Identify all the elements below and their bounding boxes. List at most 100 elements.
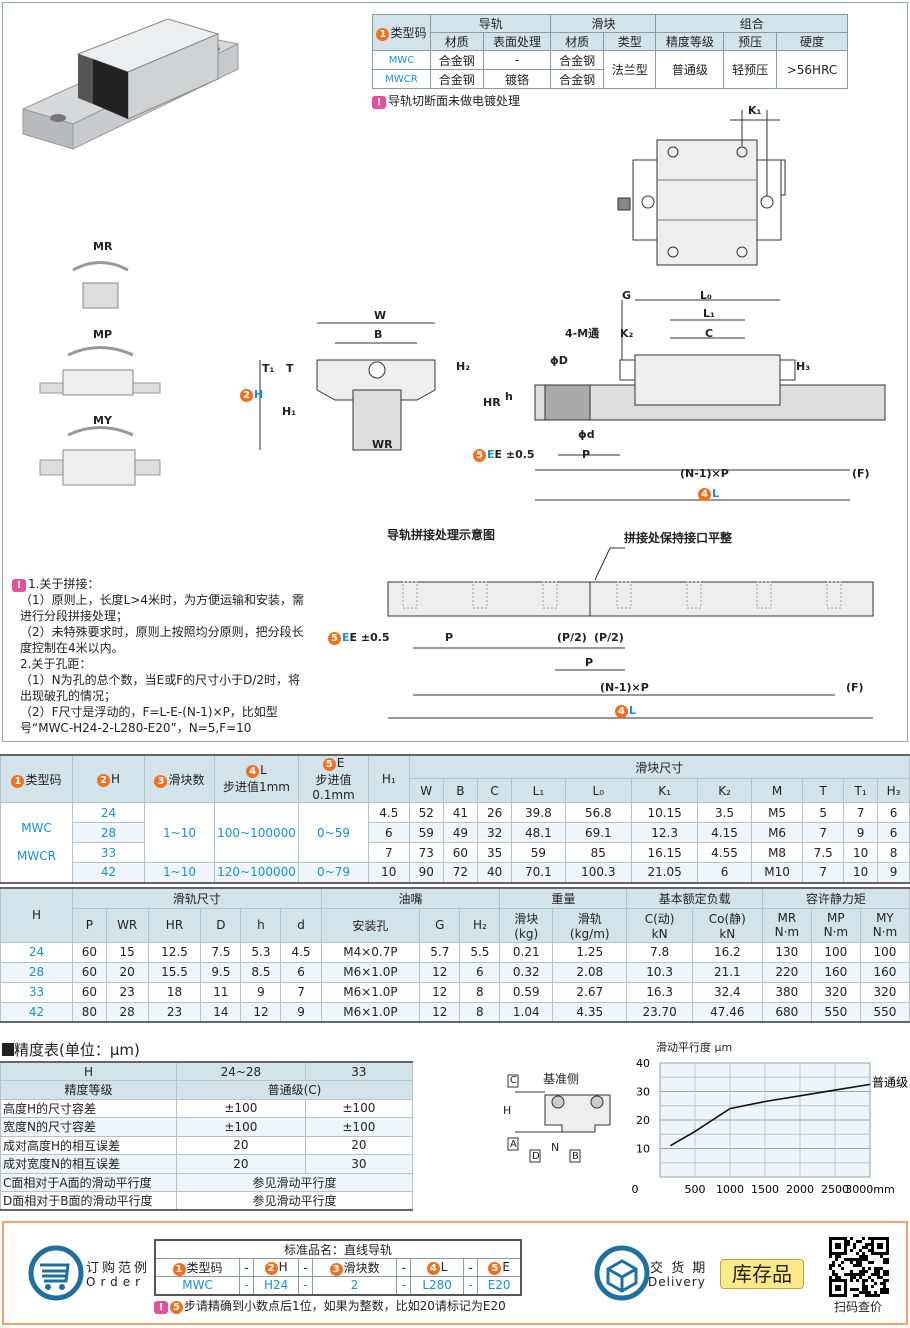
table-cell: 7.5 (200, 941, 242, 963)
table-header: 精度等级 (0, 1080, 177, 1100)
note-line: （2）未特殊要求时，原则上按照均分原则，把分段长度控制在4米以内。 (20, 625, 304, 655)
table-cell: 7 (802, 862, 844, 883)
table-cell: 1~10 (144, 862, 215, 883)
table-cell: - (462, 1276, 479, 1295)
table-header: WR (105, 907, 149, 943)
delivery-label: 交 货 期 (650, 1261, 708, 1276)
h-ref-label: H (503, 1104, 512, 1117)
table-cell: 0.32 (499, 961, 554, 983)
g-label: G (622, 289, 632, 302)
table-cell: 10 (842, 862, 879, 883)
table-cell: 160 (810, 961, 861, 983)
cross-section-drawing (259, 322, 436, 451)
table-header: 精度等级 (655, 32, 725, 51)
table-header: h (240, 907, 282, 943)
table-header: 普通级(C) (176, 1080, 413, 1100)
table-cell: 4.55 (697, 842, 752, 863)
table-cell: 100 (810, 941, 861, 963)
table-cell: 550 (859, 1001, 910, 1023)
table-cell: 6 (877, 822, 910, 843)
table-header: 材质 (430, 32, 484, 51)
table-cell: - (297, 1276, 314, 1295)
type-code-header: 类型码 (390, 26, 427, 40)
table-cell: 12 (419, 981, 461, 1003)
k2-label: K₂ (620, 327, 634, 340)
b-label: B (374, 328, 383, 341)
order-label: 订购范例 (86, 1261, 151, 1276)
block-material: 合金钢 (550, 69, 604, 89)
table-cell: 16.2 (691, 941, 763, 963)
my-label: MY (93, 414, 112, 427)
table-row: D面相对于B面的滑动平行度参见滑动平行度 (0, 1191, 413, 1211)
table-cell: 35 (476, 842, 513, 863)
table-header: d (280, 907, 322, 943)
table-cell: 60 (72, 941, 107, 963)
top-section-frame (2, 2, 908, 742)
h2-label: H₂ (456, 360, 471, 373)
table-header: C (476, 778, 513, 803)
grade: 普通级 (655, 50, 725, 89)
table-cell: 7 (280, 981, 322, 1003)
table-cell: 10.3 (626, 961, 693, 983)
table-header: L₀ (564, 778, 632, 803)
table-header: 硬度 (775, 32, 849, 51)
table-cell: 130 (761, 941, 812, 963)
wr-label: WR (372, 438, 393, 451)
table-cell: ±100 (304, 1117, 414, 1137)
block-header: 滑块 (550, 14, 657, 33)
table-cell: 23 (105, 981, 149, 1003)
table-cell: 60 (72, 961, 107, 983)
order-label-en: Order (86, 1275, 146, 1289)
table-header: H₃ (877, 778, 910, 803)
table-cell: 8 (877, 842, 910, 863)
table-cell: - (462, 1258, 479, 1277)
table-header: H₂ (459, 907, 501, 943)
table-header: Co(静)kN (691, 907, 763, 943)
note-line: 2.关于孔距： (20, 657, 92, 671)
table-header: K₁ (630, 778, 699, 803)
mr-label: MR (93, 240, 113, 253)
table-cell: - (297, 1258, 314, 1277)
reference-face-diagram (507, 1074, 611, 1163)
table-cell: - (239, 1276, 255, 1295)
table-cell: 5.5 (459, 941, 501, 963)
d-label: ϕD (550, 354, 568, 367)
table-cell: 8.5 (240, 961, 282, 983)
table-cell: 7 (368, 842, 410, 863)
table-cell: M8 (750, 842, 804, 863)
splice-title: 导轨拼接处理示意图 (387, 528, 496, 542)
rail-header: 导轨 (429, 14, 552, 33)
product-image (21, 18, 240, 150)
qr-code[interactable] (828, 1236, 890, 1298)
table-cell: 7.5 (802, 842, 844, 863)
table-cell: 12 (240, 1001, 282, 1023)
hr-label: HR (483, 396, 501, 409)
table-cell: 49 (442, 822, 478, 843)
splice-p2b-label: (P/2) (594, 631, 624, 644)
table-cell: 4.5 (280, 941, 322, 963)
table-cell: 8 (459, 981, 501, 1003)
warning-icon: ! (372, 96, 386, 109)
table-header: B (442, 778, 478, 803)
table-cell: 70.1 (511, 862, 566, 883)
table-header: 类型 (602, 32, 657, 51)
h1-label: H₁ (282, 405, 297, 418)
table-cell: 6 (459, 961, 501, 983)
table-cell: 550 (810, 1001, 861, 1023)
code-cell: MWCR (372, 69, 431, 89)
table-cell: - (396, 1276, 412, 1295)
block-type: 法兰型 (602, 50, 657, 89)
table-header: 重量 (499, 887, 628, 909)
table-cell: M6×1.0P (320, 961, 421, 983)
